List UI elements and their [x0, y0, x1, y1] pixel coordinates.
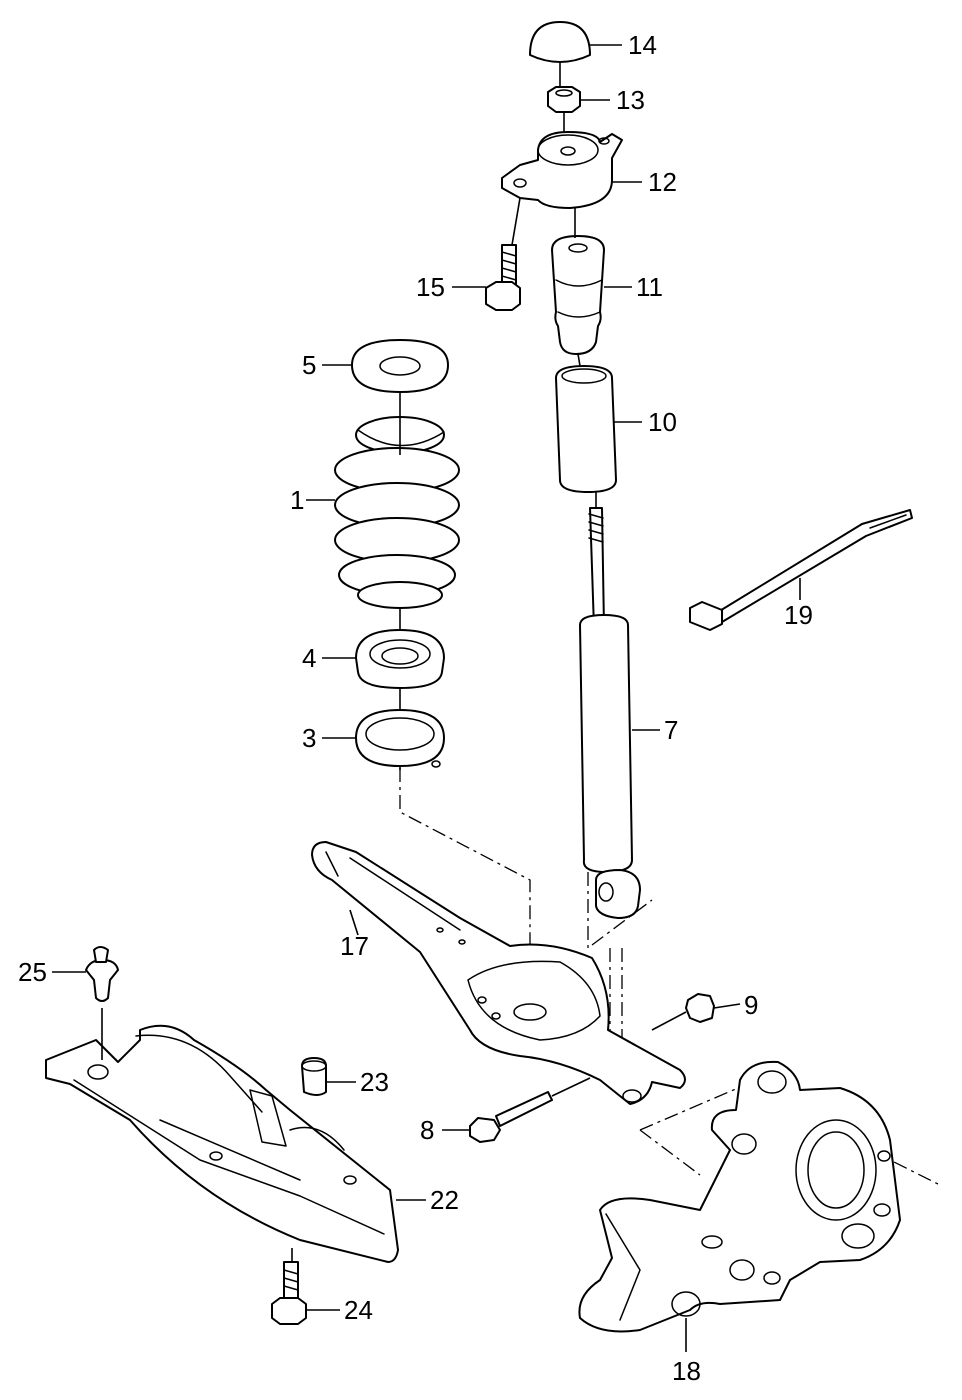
nut-part-9 [685, 993, 715, 1023]
callout-1: 1 [290, 485, 304, 515]
underbody-shield-part-22 [45, 1024, 399, 1263]
callout-4: 4 [302, 643, 316, 673]
callout-17: 17 [340, 931, 369, 961]
callout-25: 25 [18, 957, 47, 987]
coil-spring-part-1 [334, 416, 460, 609]
bolt-part-8 [469, 1091, 553, 1143]
callout-5: 5 [302, 350, 316, 380]
lower-control-arm-part-17 [311, 841, 686, 1105]
callout-7: 7 [664, 715, 678, 745]
clip-part-25 [85, 946, 119, 1002]
spring-insulator-part-3 [355, 709, 445, 768]
callout-19: 19 [784, 600, 813, 630]
callout-14: 14 [628, 30, 657, 60]
bolt-part-15 [485, 244, 521, 311]
callout-3: 3 [302, 723, 316, 753]
bolt-part-24 [271, 1261, 307, 1325]
callout-8: 8 [420, 1115, 434, 1145]
callout-12: 12 [648, 167, 677, 197]
callout-23: 23 [360, 1067, 389, 1097]
dust-cap-part-14 [529, 21, 591, 63]
callout-labels: 14 13 12 15 11 5 10 1 19 4 7 3 17 25 9 2… [18, 30, 813, 1386]
protective-tube-part-10 [555, 365, 617, 493]
callout-24: 24 [344, 1295, 373, 1325]
bump-stop-part-11 [551, 235, 605, 355]
callout-13: 13 [616, 85, 645, 115]
wheel-carrier-part-18 [578, 1060, 901, 1333]
callout-22: 22 [430, 1185, 459, 1215]
cable-tie-part-19 [689, 509, 913, 631]
spring-seat-top-part-5 [351, 339, 449, 393]
callout-18: 18 [672, 1356, 701, 1386]
hex-nut-part-13 [547, 86, 581, 113]
leader-lines [52, 44, 801, 1352]
callout-15: 15 [416, 272, 445, 302]
strut-mount-part-12 [501, 131, 623, 209]
callout-9: 9 [744, 990, 758, 1020]
spring-seat-lower-part-4 [355, 629, 445, 689]
bushing-part-23 [301, 1057, 327, 1096]
callout-11: 11 [636, 272, 663, 302]
shock-absorber-part-7 [579, 507, 641, 919]
callout-10: 10 [648, 407, 677, 437]
